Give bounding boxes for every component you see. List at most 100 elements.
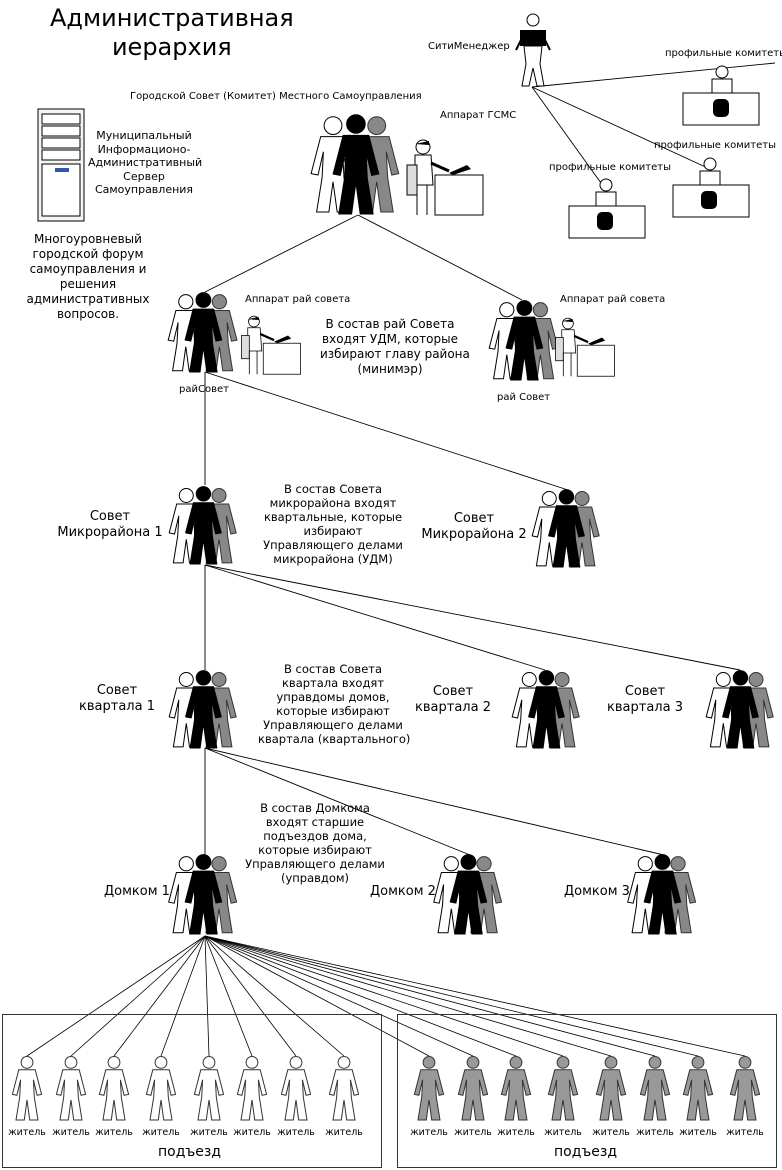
- district-council-label-1: райСовет: [179, 384, 229, 395]
- quarter3-label: Совет квартала 3: [600, 684, 690, 716]
- micro-council-group-icon: [166, 484, 244, 566]
- note-line: избирают: [303, 524, 363, 538]
- resident-figure: [53, 1054, 89, 1128]
- note-line: квартала (квартального): [258, 732, 411, 746]
- resident-label: житель: [325, 1127, 363, 1138]
- city-council-label: Городской Совет (Комитет) Местного Самоу…: [130, 91, 422, 102]
- note-line: В состав Совета: [283, 482, 383, 496]
- resident-figure: [455, 1054, 491, 1128]
- domkom-group-icon: [166, 852, 244, 936]
- district-clerk-icon: [554, 314, 616, 378]
- q2-line: Совет: [432, 684, 474, 699]
- gsms-clerk-icon: [405, 135, 485, 217]
- resident-figure: [680, 1054, 716, 1128]
- note-line: Управляющего делами: [263, 718, 403, 732]
- note-line: (минимэр): [357, 362, 423, 376]
- resident-label: житель: [410, 1127, 448, 1138]
- resident-label: житель: [95, 1127, 133, 1138]
- q3-line: Совет: [624, 684, 666, 699]
- micro1-line: Совет: [89, 509, 131, 524]
- district-council-group-icon: [165, 290, 245, 374]
- domkom-group-icon: [431, 852, 509, 936]
- resident-figure: [727, 1054, 763, 1128]
- note-line: В состав Домкома: [260, 801, 370, 815]
- quarter-council-group-icon: [509, 668, 587, 750]
- resident-label: житель: [679, 1127, 717, 1138]
- note-line: входят УДМ, которые: [322, 332, 458, 346]
- note-line: микрорайона (УДМ): [273, 552, 393, 566]
- gsms-staff-label: Аппарат ГСМС: [440, 110, 517, 121]
- resident-label: житель: [52, 1127, 90, 1138]
- server-line: Муниципальный: [96, 129, 192, 142]
- district-council-group-icon: [486, 298, 566, 382]
- district-council-label-2: рай Совет: [497, 392, 551, 403]
- committee-desk-icon: [682, 65, 760, 126]
- resident-label: житель: [726, 1127, 764, 1138]
- resident-figure: [326, 1054, 362, 1128]
- domkom1-label: Домком 1: [104, 884, 170, 899]
- resident-figure: [96, 1054, 132, 1128]
- entrance-label-1: подъезд: [158, 1144, 222, 1160]
- forum-line: административных: [26, 292, 150, 306]
- quarter-council-group-icon: [703, 668, 781, 750]
- note-line: которые избирают: [258, 843, 372, 857]
- note-line: которые избирают: [276, 704, 390, 718]
- city-manager-icon: [515, 13, 551, 87]
- note-line: квартала входят: [281, 676, 385, 690]
- q3-line: квартала 3: [607, 700, 683, 715]
- forum-label: Многоуровневый городской форум самоуправ…: [26, 232, 150, 322]
- committee-desk-icon: [568, 178, 646, 239]
- micro2-line: Совет: [453, 511, 495, 526]
- forum-line: самоуправления и: [29, 262, 147, 276]
- resident-figure: [143, 1054, 179, 1128]
- committee-desk-icon: [672, 157, 750, 218]
- committee-label-1: профильные комитеты: [665, 48, 782, 59]
- domkom-group-icon: [625, 852, 703, 936]
- micro2-line: Микрорайона 2: [421, 527, 527, 542]
- domkom2-label: Домком 2: [370, 884, 436, 899]
- micro1-line: Микрорайона 1: [57, 525, 163, 540]
- note-line: микрорайона входят: [269, 496, 397, 510]
- city-council-group-icon: [306, 112, 410, 216]
- resident-figure: [191, 1054, 227, 1128]
- forum-line: Многоуровневый: [34, 232, 142, 246]
- server-line: Сервер: [123, 169, 165, 183]
- resident-label: житель: [8, 1127, 46, 1138]
- q1-line: Совет: [96, 683, 138, 698]
- forum-line: решения: [59, 277, 117, 291]
- micro-council-group-icon: [529, 487, 607, 569]
- title-line-2: иерархия: [111, 33, 232, 61]
- server-label: Муниципальный Информационо- Администрати…: [88, 129, 203, 197]
- note-line: В состав Совета: [283, 662, 383, 676]
- quarter1-label: Совет квартала 1: [72, 683, 162, 715]
- resident-label: житель: [636, 1127, 674, 1138]
- committee-label-2: профильные комитеты: [654, 140, 777, 151]
- server-line: Административный: [88, 156, 203, 169]
- resident-figure: [234, 1054, 270, 1128]
- micro1-label: Совет Микрорайона 1: [56, 509, 164, 541]
- resident-label: житель: [454, 1127, 492, 1138]
- domkom3-label: Домком 3: [564, 884, 630, 899]
- forum-line: городской форум: [32, 247, 144, 261]
- q1-line: квартала 1: [79, 699, 155, 714]
- house-note: В состав Домкома входят старшие подъездо…: [240, 801, 390, 885]
- title-line-1: Административная: [50, 4, 294, 32]
- q2-line: квартала 2: [415, 700, 491, 715]
- city-manager-label: СитиМенеджер: [428, 41, 510, 52]
- resident-figure: [545, 1054, 581, 1128]
- server-line: Информационо-: [97, 142, 191, 156]
- server-line: Самоуправления: [94, 183, 194, 196]
- resident-figure: [637, 1054, 673, 1128]
- resident-label: житель: [544, 1127, 582, 1138]
- forum-line: вопросов.: [56, 307, 120, 321]
- quarter-council-group-icon: [166, 668, 244, 750]
- resident-label: житель: [592, 1127, 630, 1138]
- note-line: квартальные, которые: [263, 510, 403, 524]
- note-line: подъездов дома,: [263, 829, 367, 843]
- note-line: управдомы домов,: [276, 690, 390, 704]
- resident-label: житель: [277, 1127, 315, 1138]
- entrance-label-2: подъезд: [554, 1144, 618, 1160]
- district-staff-label-1: Аппарат рай совета: [245, 294, 351, 305]
